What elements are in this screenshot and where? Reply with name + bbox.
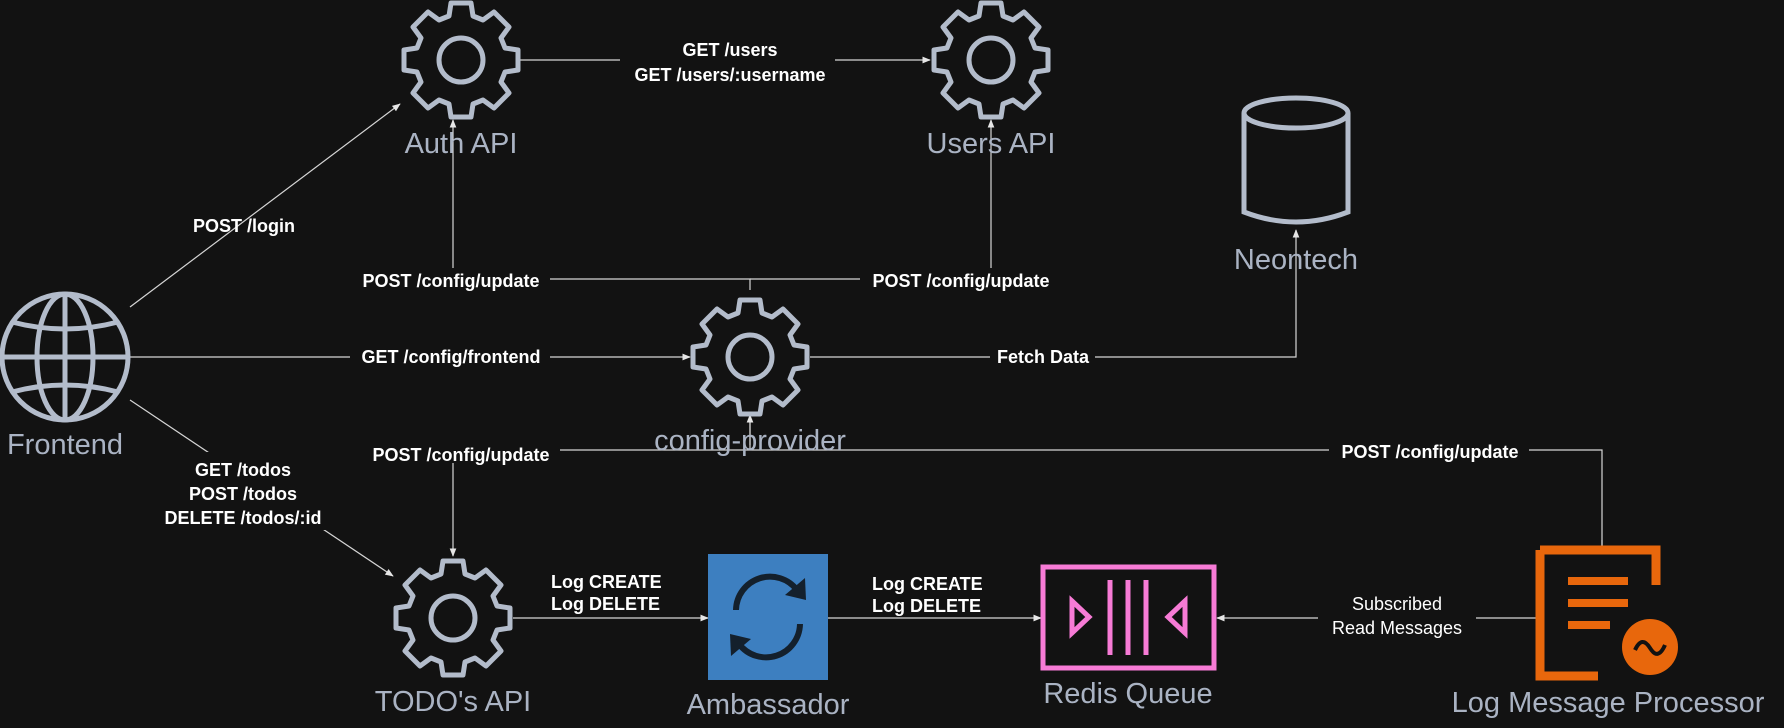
node-frontend[interactable]: Frontend (0, 291, 131, 461)
edge-frontend-auth (129, 103, 401, 308)
node-label-log-processor: Log Message Processor (1452, 687, 1765, 719)
node-label-frontend: Frontend (7, 429, 123, 461)
log-document-icon (1535, 545, 1678, 681)
label-sub-1: Subscribed (1352, 594, 1442, 614)
label-config-update-auth: POST /config/update (362, 271, 539, 291)
label-redis-2: Log DELETE (872, 596, 981, 616)
node-label-redis-queue: Redis Queue (1043, 678, 1212, 710)
label-fetch-data: Fetch Data (997, 347, 1090, 367)
label-config-frontend: GET /config/frontend (362, 347, 541, 367)
node-auth-api[interactable]: Auth API (404, 3, 518, 160)
label-config-update-users: POST /config/update (872, 271, 1049, 291)
node-config-provider[interactable]: config-provider (654, 300, 846, 457)
gear-icon (396, 561, 510, 675)
label-todos-3: DELETE /todos/:id (165, 508, 322, 528)
gear-icon (404, 3, 518, 117)
edge-labels: POST /login GET /users GET /users/:usern… (150, 38, 1529, 640)
node-todos-api[interactable]: TODO's API (375, 561, 531, 718)
node-redis-queue[interactable]: Redis Queue (1040, 564, 1217, 710)
sync-icon (708, 554, 828, 680)
label-config-update-todos: POST /config/update (372, 445, 549, 465)
edge-config-neontech (810, 229, 1300, 358)
node-neontech[interactable]: Neontech (1234, 95, 1358, 276)
node-label-config-provider: config-provider (654, 425, 846, 457)
label-config-update-log: POST /config/update (1341, 442, 1518, 462)
node-label-todos-api: TODO's API (375, 686, 531, 718)
label-redis-1: Log CREATE (872, 574, 983, 594)
label-users-1: GET /users (682, 40, 777, 60)
node-ambassador[interactable]: Ambassador (687, 554, 850, 721)
node-users-api[interactable]: Users API (927, 3, 1056, 160)
label-users-2: GET /users/:username (634, 65, 825, 85)
queue-icon (1040, 564, 1217, 671)
edge-config-bottom (453, 415, 1603, 553)
edge-config-auth (449, 119, 751, 290)
edges (129, 56, 1606, 622)
gear-icon (693, 300, 807, 414)
label-amb-2: Log DELETE (551, 594, 660, 614)
gear-icon (934, 3, 1048, 117)
node-label-ambassador: Ambassador (687, 689, 850, 721)
node-label-auth-api: Auth API (405, 128, 518, 160)
node-log-processor[interactable]: Log Message Processor (1452, 545, 1765, 719)
node-label-users-api: Users API (927, 128, 1056, 160)
label-todos-2: POST /todos (189, 484, 297, 504)
node-label-neontech: Neontech (1234, 244, 1358, 276)
label-amb-1: Log CREATE (551, 572, 662, 592)
database-icon (1241, 95, 1351, 225)
label-todos-1: GET /todos (195, 460, 291, 480)
label-login: POST /login (193, 216, 295, 236)
globe-icon (0, 291, 131, 423)
label-sub-2: Read Messages (1332, 618, 1462, 638)
